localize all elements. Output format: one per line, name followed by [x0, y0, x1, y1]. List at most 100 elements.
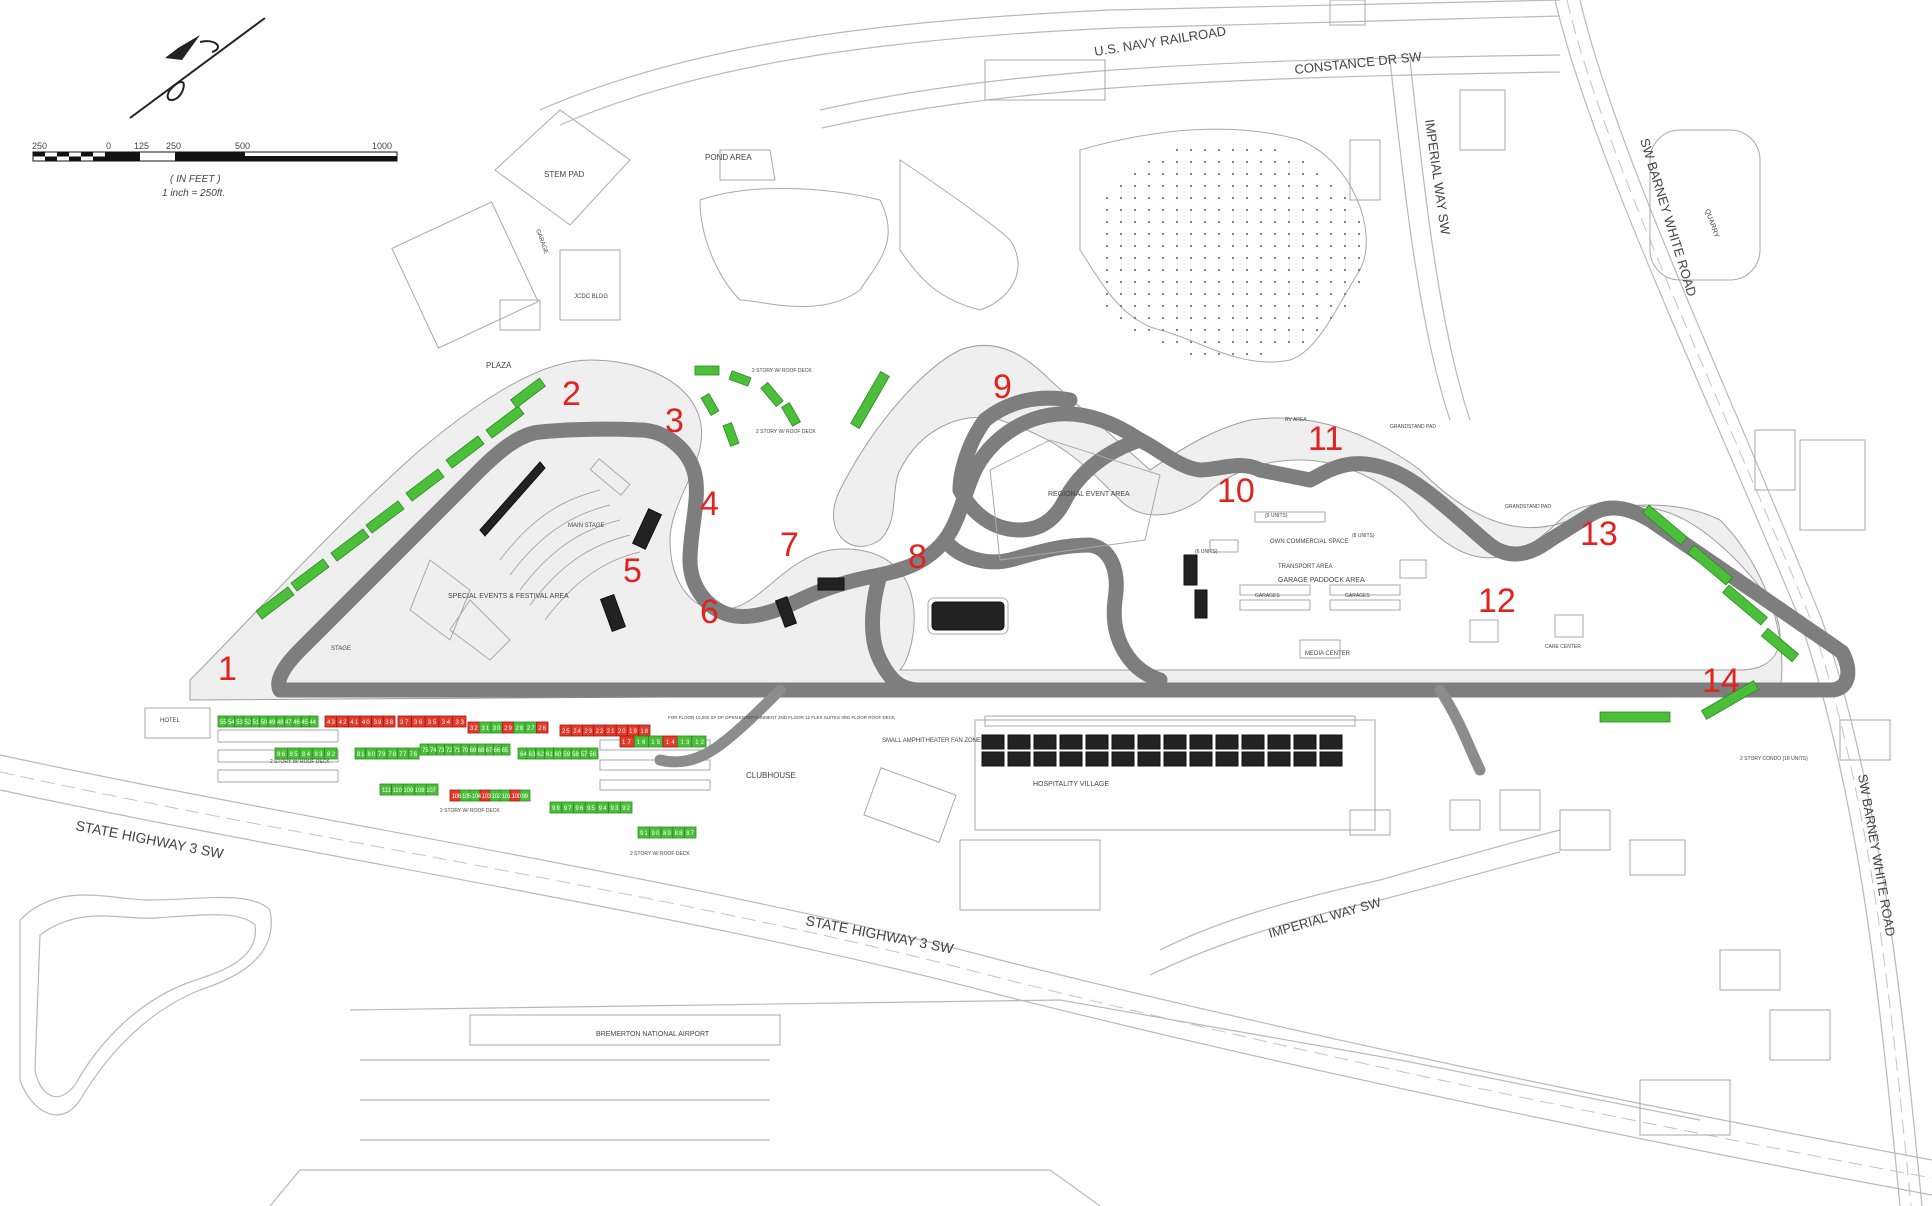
- hatch-dot: [1287, 208, 1291, 212]
- pit-box: [1189, 751, 1213, 767]
- hatch-dot: [1245, 268, 1249, 272]
- hatch-dot: [1217, 160, 1221, 164]
- hatch-dot: [1119, 280, 1123, 284]
- hatch-dot: [1189, 196, 1193, 200]
- hatch-dot: [1287, 244, 1291, 248]
- race-track: [271, 390, 1856, 776]
- hatch-dot: [1119, 208, 1123, 212]
- jcdc-label: JCDC BLDG: [574, 294, 608, 300]
- lot-cell: [519, 789, 531, 802]
- hotel-label: HOTEL: [160, 718, 181, 724]
- lot-cell: [324, 747, 338, 760]
- hatch-dot: [1245, 184, 1249, 188]
- hatch-dot: [1217, 256, 1221, 260]
- hatch-dot: [1287, 160, 1291, 164]
- lot-cell: [684, 826, 697, 839]
- hatch-dot: [1343, 256, 1347, 260]
- hatch-dot: [1147, 280, 1151, 284]
- hatch-dot: [1119, 256, 1123, 260]
- hatch-dot: [1189, 352, 1193, 356]
- hatch-dot: [1133, 292, 1137, 296]
- hatch-dot: [1231, 232, 1235, 236]
- hatch-dot: [1315, 256, 1319, 260]
- hatch-dot: [1203, 280, 1207, 284]
- lot-block: [445, 435, 485, 469]
- stage-label: STAGE: [331, 646, 351, 652]
- hatch-dot: [1147, 196, 1151, 200]
- hatch-dot: [1161, 268, 1165, 272]
- hatch-dot: [1231, 292, 1235, 296]
- hatch-dot: [1343, 268, 1347, 272]
- hatch-dot: [1217, 244, 1221, 248]
- hatch-dot: [1161, 196, 1165, 200]
- hatch-dot: [1119, 268, 1123, 272]
- hatch-dot: [1189, 220, 1193, 224]
- lot-block: [1599, 711, 1671, 723]
- hatch-dot: [1161, 304, 1165, 308]
- hatch-dot: [1217, 172, 1221, 176]
- hatch-dot: [1273, 256, 1277, 260]
- hospitality-label: HOSPITALITY VILLAGE: [1033, 781, 1109, 788]
- hatch-dot: [1189, 244, 1193, 248]
- lot-block: [850, 370, 890, 430]
- hatch-dot: [1273, 292, 1277, 296]
- hatch-dot: [1273, 280, 1277, 284]
- hatch-dot: [1133, 280, 1137, 284]
- hatch-dot: [1287, 280, 1291, 284]
- hatch-dot: [1259, 280, 1263, 284]
- hatch-dot: [1147, 244, 1151, 248]
- pit-box: [1241, 751, 1265, 767]
- hatch-dot: [1343, 208, 1347, 212]
- hatch-dot: [1175, 268, 1179, 272]
- hatch-dot: [1147, 184, 1151, 188]
- hatch-dot: [1301, 280, 1305, 284]
- hatch-dot: [1175, 244, 1179, 248]
- hatch-dot: [1189, 340, 1193, 344]
- hatch-dot: [1217, 304, 1221, 308]
- hatch-dot: [1133, 328, 1137, 332]
- hatch-dot: [1343, 244, 1347, 248]
- lot-row-label: 111 110 109 108 107: [382, 788, 437, 794]
- scale-tick: 250: [32, 141, 47, 151]
- turn-number: 13: [1580, 515, 1618, 553]
- hatch-dot: [1105, 220, 1109, 224]
- hatch-dot: [1119, 196, 1123, 200]
- lot-block: [510, 377, 546, 409]
- hatch-dot: [1273, 184, 1277, 188]
- turn-number: 3: [665, 402, 684, 440]
- turn-number: 10: [1217, 472, 1255, 510]
- hatch-dot: [1203, 316, 1207, 320]
- hatch-dot: [1119, 244, 1123, 248]
- hatch-dot: [1161, 292, 1165, 296]
- pit-box: [1215, 734, 1239, 750]
- pit-box: [1215, 751, 1239, 767]
- barney-white-north-label: SW BARNEY WHITE ROAD: [1637, 136, 1699, 298]
- hatch-dot: [1161, 184, 1165, 188]
- lot-block: [255, 586, 295, 620]
- hatch-dot: [1203, 292, 1207, 296]
- hatch-dot: [1147, 256, 1151, 260]
- lot-row-label: 106 105 104 103 102 101 100 99: [452, 794, 529, 800]
- lot-block: [330, 528, 370, 562]
- hatch-dot: [1301, 244, 1305, 248]
- garages-label: GARAGES: [1255, 593, 1280, 599]
- turn-number: 12: [1478, 582, 1516, 620]
- hatch-dot: [1315, 196, 1319, 200]
- hatch-dot: [1231, 208, 1235, 212]
- lot-block: [1722, 584, 1768, 626]
- hatch-dot: [1273, 340, 1277, 344]
- hatch-dot: [1217, 292, 1221, 296]
- hatch-dot: [1105, 196, 1109, 200]
- hatch-dot: [1203, 256, 1207, 260]
- hatch-dot: [1273, 268, 1277, 272]
- pit-box: [1267, 751, 1291, 767]
- hatch-dot: [1287, 196, 1291, 200]
- hatch-dot: [1175, 292, 1179, 296]
- hatch-dot: [1259, 232, 1263, 236]
- hatch-dot: [1203, 148, 1207, 152]
- hatch-dot: [1301, 220, 1305, 224]
- hatch-dot: [1343, 292, 1347, 296]
- hatch-dot: [1175, 220, 1179, 224]
- hatch-dot: [1175, 160, 1179, 164]
